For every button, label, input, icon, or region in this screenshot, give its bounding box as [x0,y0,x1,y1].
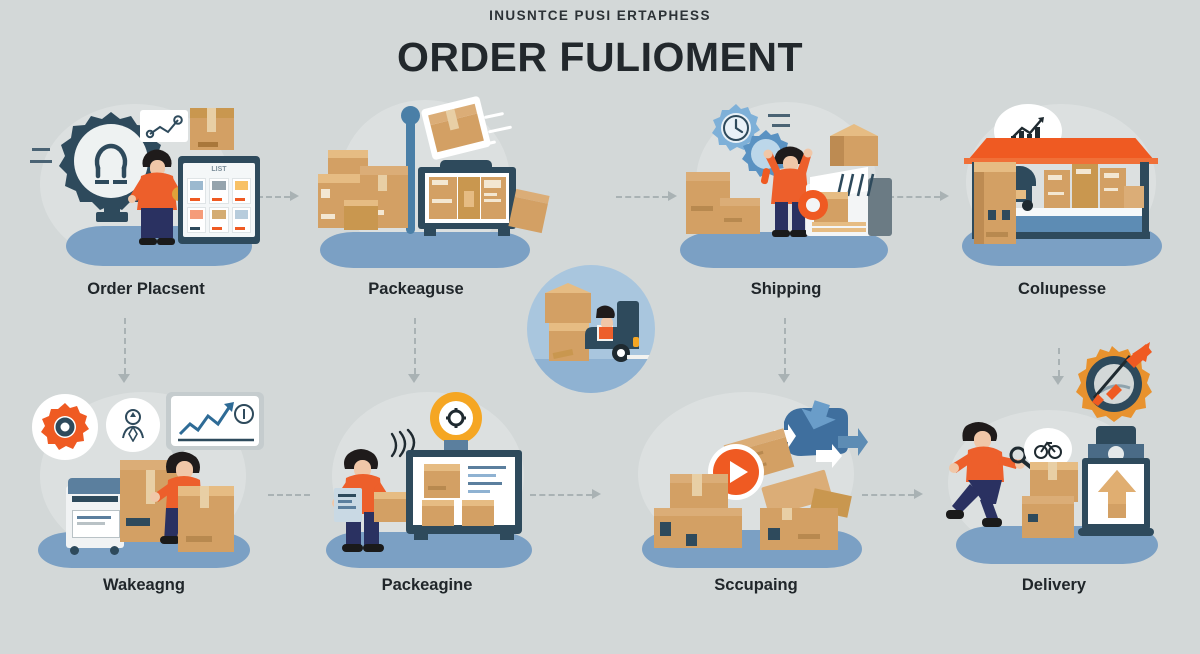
order-placement-illustration: LIST [30,100,262,268]
delivery-truck-badge [527,265,655,393]
box-icon [974,162,1016,244]
open-box-icon [754,469,852,550]
warehouse-stall-icon [964,138,1158,239]
step-collection-point[interactable]: Colıupesse [948,100,1176,310]
shelf-display-icon [418,160,516,236]
speed-line [772,124,790,127]
box-icon [178,486,234,552]
step-label-shipping: Shipping [750,280,822,298]
box-icon [654,508,742,548]
motion-line [487,125,513,134]
ground-platform [680,232,888,268]
step-order-placement[interactable]: LIST Order Placsent [30,100,262,310]
gear-icon [712,104,760,151]
box-icon [1022,496,1074,538]
target-dart-icon [1076,342,1152,422]
collection-point-illustration [948,100,1176,268]
gear-icon [32,394,98,460]
growth-chart-bubble-icon [166,392,264,450]
speed-line [30,160,52,163]
step-label-collection-point: Colıupesse [1017,280,1107,298]
clipboard-icon [334,488,362,522]
packaging-warehouse-illustration [300,95,550,268]
catalog-header-label: LIST [211,166,227,173]
step-shipping[interactable]: Shipping [672,100,900,310]
packaging-illustration [312,392,542,568]
warehousing-illustration [24,392,264,568]
step-label-scanning: Sccupaing [714,576,798,594]
step-label-warehousing: Wakeagng [103,576,185,594]
step-packaging-warehouse[interactable]: Packeaguse [300,95,550,310]
motion-line [483,111,505,120]
step-packaging[interactable]: Packeagine [312,392,542,604]
speed-line [32,148,50,151]
step-scanning[interactable]: Sccupaing [628,392,884,604]
shipping-illustration [672,100,900,268]
upload-kiosk-icon [1078,426,1154,538]
chart-card-icon [140,110,188,142]
step-label-delivery: Delivery [1021,576,1087,594]
step-label-packaging-warehouse: Packeaguse [368,280,464,298]
step-label-packaging: Packeagine [381,576,473,594]
delivery-illustration [926,340,1182,568]
scanning-illustration [628,392,884,568]
box-icon [545,283,591,323]
eyebrow-text: INUSNTCE PUSI ERTAPHESS [489,8,711,23]
pole-icon [406,108,415,234]
tablet-catalog-icon: LIST [178,156,260,244]
step-warehousing[interactable]: Wakeagng [24,392,264,604]
box-icon [549,323,589,361]
step-label-order-placement: Order Placsent [87,280,205,298]
step-delivery[interactable]: Delivery [926,340,1182,604]
box-icon [508,188,550,234]
speed-line [768,114,790,117]
page-title: ORDER FULIOMENT [396,34,804,80]
person-badge-icon [106,398,160,452]
box-icon [830,124,878,166]
screen-boxes-icon [406,450,522,542]
running-person-icon [946,421,1025,527]
box-icon [374,492,406,522]
label-printer-icon [798,166,892,236]
delivery-truck-icon [585,301,655,362]
ground-platform [320,232,530,268]
scanner-target-icon [430,392,482,444]
box-icon [190,108,234,150]
machine-icon [66,478,126,555]
pole-top-icon [401,106,420,125]
scanner-stem [444,440,468,452]
